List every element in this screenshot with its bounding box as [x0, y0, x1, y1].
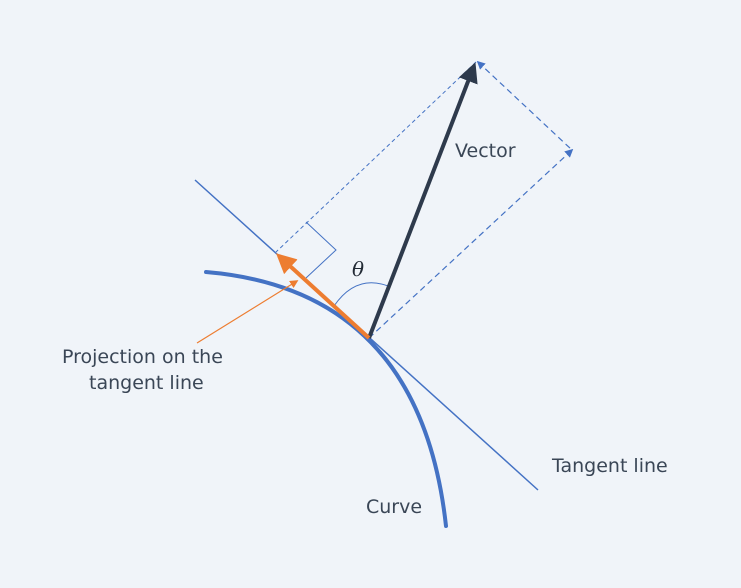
projection-label-line1: Projection on the	[62, 346, 223, 368]
angle-arc	[333, 282, 389, 307]
dashed-perpendicular-line	[275, 61, 477, 253]
right-angle-marker	[305, 221, 337, 279]
angle-label: θ	[352, 257, 364, 281]
projection-label-line2: tangent line	[89, 372, 204, 394]
curve-label: Curve	[366, 496, 422, 518]
dashed-normal-top-line	[476, 60, 573, 151]
tangent-line-label: Tangent line	[551, 455, 668, 477]
projection-arrow	[276, 253, 371, 340]
curve	[204, 270, 448, 528]
projection-pointer-arrow	[196, 280, 299, 344]
vector-arrow	[367, 62, 478, 339]
dashed-normal-component-arrow	[368, 148, 574, 339]
vector-label: Vector	[455, 140, 516, 162]
